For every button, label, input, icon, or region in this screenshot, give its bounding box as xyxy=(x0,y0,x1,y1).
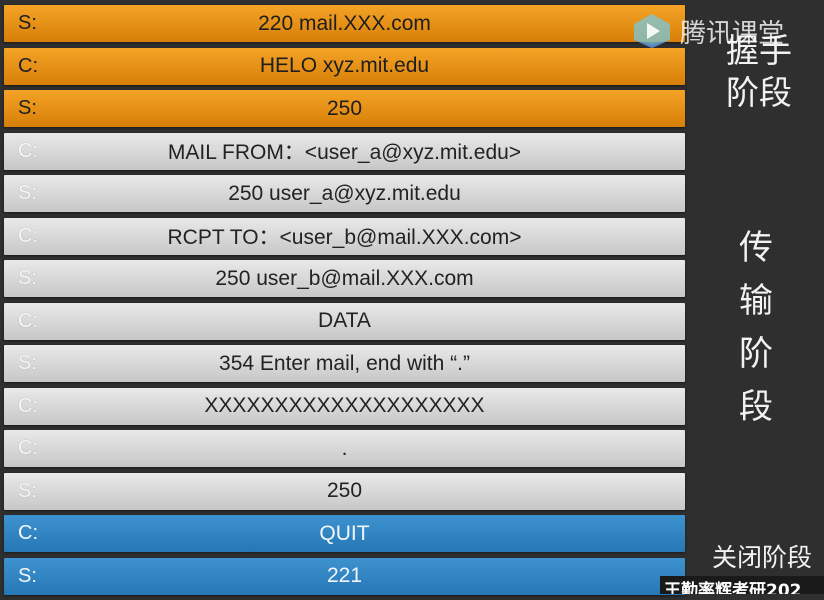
smtp-row: C: HELO xyz.mit.edu xyxy=(4,47,685,85)
row-text: 250 xyxy=(326,96,363,120)
smtp-row: S: 221 xyxy=(4,557,685,595)
smtp-dialogue: S: 220 mail.XXX.com C: HELO xyz.mit.edu S:… xyxy=(4,5,685,600)
row-side: C: xyxy=(18,522,38,544)
row-text: 250 xyxy=(326,479,363,502)
row-text: 250 user_a@xyz.mit.edu xyxy=(228,181,461,205)
row-side: S: xyxy=(18,352,37,374)
row-text: XXXXXXXXXXXXXXXXXXXX xyxy=(204,394,485,417)
row-side: C: xyxy=(18,437,38,459)
row-side: S: xyxy=(18,97,37,119)
phase-label-close: 关闭阶段 xyxy=(711,543,812,572)
phase-label-handshake: 握手阶段 xyxy=(726,31,792,112)
smtp-row: C: RCPT TO：<user_b@mail.XXX.com> xyxy=(4,217,685,255)
row-side: C: xyxy=(18,224,38,247)
row-text: 354 Enter mail, end with “.” xyxy=(219,351,470,375)
row-side: S: xyxy=(18,564,37,587)
row-text: DATA xyxy=(318,309,371,332)
footer-caption: 王勤率辉考研202 xyxy=(660,576,824,594)
row-side: C: xyxy=(18,54,38,77)
row-text: RCPT TO：<user_b@mail.XXX.com> xyxy=(167,226,522,249)
smtp-row: S: 250 xyxy=(4,90,685,127)
watermark-text: 腾讯课堂 xyxy=(680,18,785,49)
smtp-row: C: XXXXXXXXXXXXXXXXXXXX xyxy=(4,387,685,425)
row-text: . xyxy=(341,436,348,460)
row-side: C: xyxy=(18,394,38,417)
row-text: 250 user_b@mail.XXX.com xyxy=(215,266,474,290)
smtp-row: C:. xyxy=(4,430,685,467)
row-text: 220 mail.XXX.com xyxy=(258,11,431,35)
row-side: C: xyxy=(18,139,38,162)
smtp-row: S: 220 mail.XXX.com xyxy=(4,5,685,42)
smtp-row: S: 250 xyxy=(4,472,685,510)
phase-label-transfer: 传输阶段 xyxy=(739,228,773,427)
smtp-row: C: DATA xyxy=(4,302,685,340)
row-text: QUIT xyxy=(319,521,370,545)
row-text: 221 xyxy=(326,564,363,587)
row-side: C: xyxy=(18,309,38,332)
row-text: MAIL FROM：<user_a@xyz.mit.edu> xyxy=(167,141,522,164)
row-side: S: xyxy=(18,182,37,204)
smtp-row: C: QUIT xyxy=(4,515,685,552)
row-side: S: xyxy=(18,479,37,502)
row-text: HELO xyz.mit.edu xyxy=(259,54,430,77)
row-side: S: xyxy=(18,267,37,289)
row-side: S: xyxy=(18,12,37,34)
smtp-row: S: 354 Enter mail, end with “.” xyxy=(4,345,685,382)
watermark: 腾讯课堂 xyxy=(630,10,784,52)
smtp-row: S: 250 user_b@mail.XXX.com xyxy=(4,260,685,297)
smtp-row: C: MAIL FROM：<user_a@xyz.mit.edu> xyxy=(4,132,685,170)
play-logo-icon xyxy=(630,12,674,50)
smtp-row: S: 250 user_a@xyz.mit.edu xyxy=(4,175,685,212)
